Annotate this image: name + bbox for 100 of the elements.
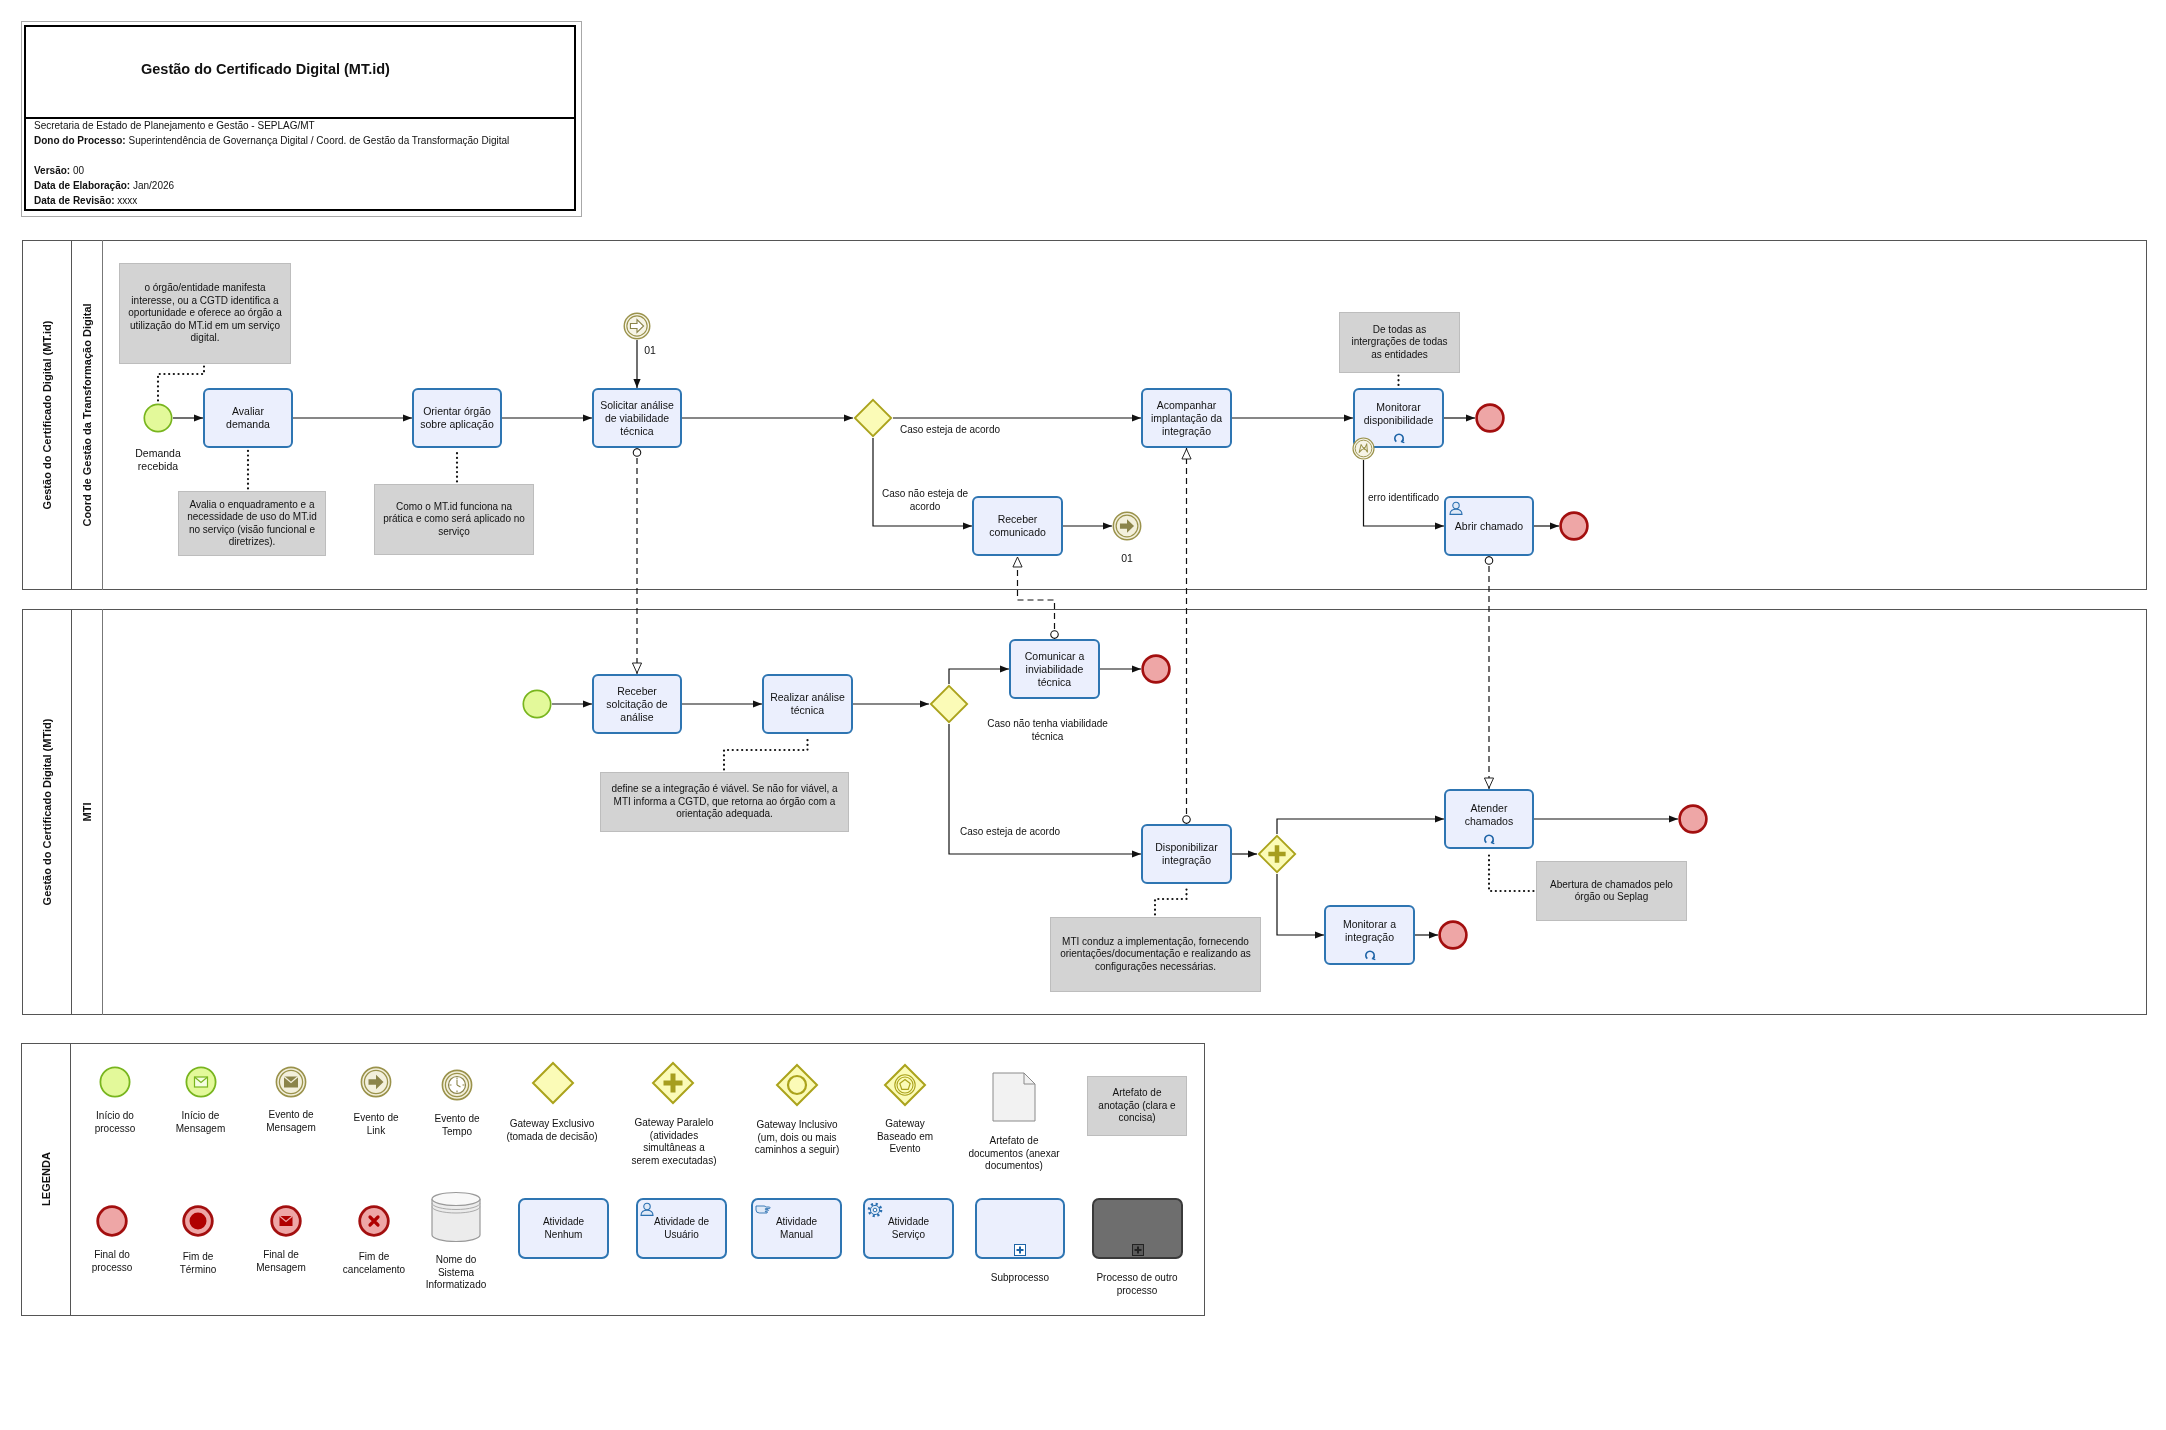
text-annotation (119, 263, 291, 364)
association-line (1397, 374, 1400, 387)
text-annotation (178, 491, 326, 556)
parallel-gateway (1257, 834, 1297, 874)
exclusive-gateway (853, 398, 893, 438)
text-annotation (1050, 917, 1261, 992)
task-box (592, 674, 682, 734)
header-text: Dono do Processo: Superintendência de Governança Digital / Coord. de Gestão da Transformação Digital (34, 134, 510, 147)
sequence-flow (1362, 459, 1445, 530)
annotation-text: Avalia o enquadramento e a necessidade de uso do MT.id no serviço (visão funcional e diretrizes). (186, 498, 318, 549)
sequence-flow (1231, 850, 1258, 858)
legend-text: Evento de Tempo (433, 1113, 481, 1138)
legend-text: Fim de cancelamento (341, 1251, 407, 1276)
legend-text: Artefato de documentos (anexar documentos) (967, 1135, 1061, 1173)
task-name: Receber comunicado (988, 513, 1047, 539)
association-line (1153, 885, 1188, 916)
task-box (972, 496, 1063, 556)
task-name: Avaliar demanda (225, 405, 271, 431)
sequence-flow (681, 414, 854, 422)
association-line (246, 449, 250, 490)
sequence-flow (501, 414, 593, 422)
task-name: Comunicar a inviabilidade técnica (1023, 649, 1086, 689)
edge-label: Caso não tenha viabilidade técnica (985, 718, 1110, 743)
end-event (1438, 920, 1468, 950)
sequence-flow (892, 414, 1142, 422)
legend-text: Atividade Serviço (886, 1216, 931, 1241)
sequence-flow (1276, 873, 1325, 939)
event-label: 01 (1120, 552, 1134, 565)
end-event (1141, 654, 1171, 684)
pool-label: Gestão do Certificado Digital (MTid) (40, 718, 54, 906)
association-line (156, 365, 206, 402)
header-text: Versão: 00 (34, 164, 85, 177)
legend-text: Atividade Nenhum (541, 1216, 586, 1241)
task-name: Solicitar análise de viabilidade técnica (599, 398, 675, 438)
sequence-flow (292, 414, 413, 422)
sequence-flow (1533, 522, 1560, 530)
sequence-flow (852, 700, 930, 708)
legend-text: Nome do Sistema Informatizado (424, 1254, 488, 1292)
header-text: Data de Elaboração: Jan/2026 (34, 179, 175, 192)
legend-text: Gateway Paralelo (atividades simultâneas a serem executadas) (630, 1117, 718, 1167)
legend-text: Gateway Inclusivo (um, dois ou mais caminhos a seguir) (753, 1119, 841, 1157)
legend-text: Evento de Link (352, 1112, 400, 1137)
annotation-text: MTI conduz a implementação, fornecendo orientações/documentação e realizando as configurações necessárias. (1059, 935, 1252, 974)
sequence-flow (1443, 414, 1476, 422)
legend-text: Início do processo (93, 1110, 137, 1135)
event-label: Demanda recebida (134, 447, 182, 473)
sequence-flow (172, 414, 204, 422)
sequence-flow (1414, 931, 1439, 939)
legend-text: Artefato de anotação (clara e concisa) (1097, 1087, 1177, 1125)
legend-text: Evento de Mensagem (265, 1109, 317, 1134)
sequence-flow (948, 665, 1010, 685)
sequence-flow (551, 700, 593, 708)
task-box (1444, 496, 1534, 556)
legend-text: Subprocesso (989, 1272, 1051, 1285)
sequence-flow (1099, 665, 1142, 673)
legend-text: Atividade de Usuário (652, 1216, 710, 1241)
event-label: 01 (643, 344, 657, 357)
start-event (143, 403, 173, 433)
task-box (1324, 905, 1415, 965)
annotation-text: Como o MT.id funciona na prática e como será aplicado no serviço (382, 500, 526, 539)
task-box (1444, 789, 1534, 849)
message-flow (1181, 447, 1192, 825)
end-event (1475, 403, 1505, 433)
pool-label: Gestão do Certificado Digital (MT.id) (40, 320, 54, 510)
task-name: Monitorar a integração (1341, 917, 1398, 944)
task-name: Receber solcitação de análise (605, 684, 669, 724)
start-event (522, 689, 552, 719)
diagram-title: Gestão do Certificado Digital (MT.id) (141, 61, 390, 77)
text-annotation (1339, 312, 1460, 373)
header-text: Secretaria de Estado de Planejamento e Gestão - SEPLAG/MT (34, 119, 315, 132)
message-flow (631, 447, 643, 675)
exclusive-gateway (929, 684, 969, 724)
legend-text: Gateway Baseado em Evento (875, 1118, 935, 1156)
task-box (1141, 388, 1232, 448)
task-box (203, 388, 293, 448)
link-throw-event (1112, 511, 1142, 541)
annotation-text: define se a integração é viável. Se não for viável, a MTI informa a CGTD, que retorna ao órgão com a orientação adequada. (610, 783, 839, 821)
sequence-flow (1533, 815, 1679, 823)
legend-text: Início de Mensagem (174, 1110, 227, 1135)
task-box (1009, 639, 1100, 699)
task-name: Abrir chamado (1454, 519, 1524, 533)
association-line (455, 449, 459, 483)
task-box (1353, 388, 1444, 448)
lane-label: MTI (80, 802, 94, 822)
text-annotation (374, 484, 534, 555)
legend-text: Final de Mensagem (255, 1249, 307, 1274)
header-text: Data de Revisão: xxxx (34, 194, 138, 207)
sequence-flow (1231, 414, 1354, 422)
end-event (1559, 511, 1589, 541)
sequence-flow (1062, 522, 1113, 530)
sequence-flow (948, 723, 1142, 858)
task-box (412, 388, 502, 448)
task-name: Orientar órgão sobre aplicação (419, 405, 495, 431)
task-box (1141, 824, 1232, 884)
sequence-flow (1276, 815, 1445, 835)
annotation-text: Abertura de chamados pelo órgão ou Seplag (1549, 878, 1674, 904)
sequence-flow (633, 339, 641, 389)
annotation-text: De todas as intergrações de todas as entidades (1350, 323, 1449, 362)
sequence-flow (872, 437, 973, 530)
task-name: Realizar análise técnica (769, 691, 846, 717)
